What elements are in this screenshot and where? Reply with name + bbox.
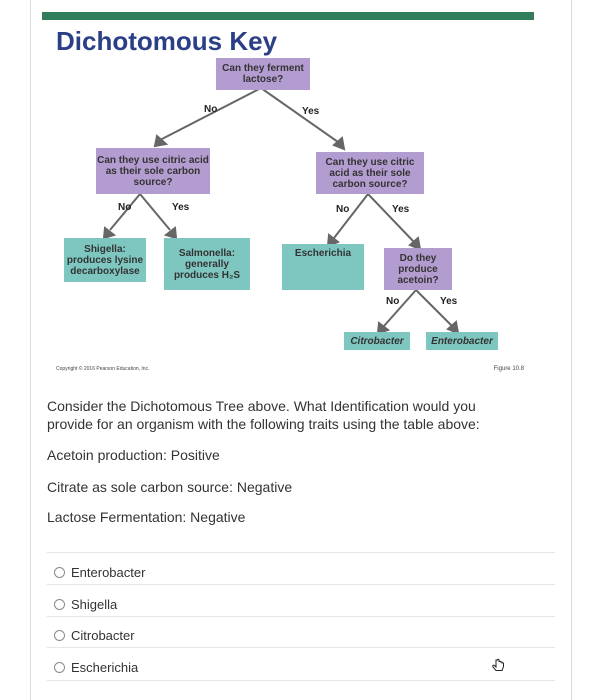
option-escherichia[interactable]: Escherichia bbox=[54, 660, 138, 675]
radio-enterobacter[interactable] bbox=[54, 567, 65, 578]
shigella-box: Shigella: produces lysine decarboxylase bbox=[64, 238, 146, 282]
left-citrate-question-text: Can they use citric acid as their sole c… bbox=[97, 154, 209, 188]
question-line-2: provide for an organism with the followi… bbox=[47, 416, 480, 432]
option-divider bbox=[47, 552, 555, 553]
acetoin-question-box: Do they produce acetoin? bbox=[384, 248, 452, 290]
branch-label-root-no: No bbox=[204, 104, 218, 115]
citrobacter-box: Citrobacter bbox=[344, 332, 410, 350]
radio-citrobacter[interactable] bbox=[54, 630, 65, 641]
salmonella-box: Salmonella: generally produces H₂S bbox=[164, 238, 250, 290]
radio-shigella[interactable] bbox=[54, 599, 65, 610]
right-citrate-question-box: Can they use citric acid as their sole c… bbox=[316, 152, 424, 194]
option-divider bbox=[47, 680, 555, 681]
branch-label-left-no: No bbox=[118, 202, 132, 213]
escherichia-box: Escherichia bbox=[282, 244, 364, 290]
option-shigella[interactable]: Shigella bbox=[54, 597, 117, 612]
question-frame bbox=[30, 0, 572, 700]
trait-lactose: Lactose Fermentation: Negative bbox=[47, 509, 246, 525]
root-question-box: Can they ferment lactose? bbox=[216, 58, 310, 90]
dichotomous-key-figure: Dichotomous Key Can they ferment lactose… bbox=[38, 8, 538, 380]
branch-label-root-yes: Yes bbox=[302, 106, 320, 117]
left-citrate-question-box: Can they use citric acid as their sole c… bbox=[96, 148, 210, 194]
branch-label-acetoin-yes: Yes bbox=[440, 296, 458, 307]
shigella-text: Shigella: produces lysine decarboxylase bbox=[66, 243, 144, 277]
option-divider bbox=[47, 616, 555, 617]
root-question-text: Can they ferment lactose? bbox=[222, 63, 304, 85]
enterobacter-box: Enterobacter bbox=[426, 332, 498, 350]
option-enterobacter[interactable]: Enterobacter bbox=[54, 565, 145, 580]
trait-acetoin: Acetoin production: Positive bbox=[47, 447, 220, 463]
hand-pointer-icon bbox=[492, 658, 504, 671]
branch-lines bbox=[102, 87, 460, 335]
figure-reference: Figure 10.8 bbox=[493, 366, 524, 372]
acetoin-question-text: Do they produce acetoin? bbox=[397, 252, 439, 286]
radio-escherichia[interactable] bbox=[54, 662, 65, 673]
option-enterobacter-label: Enterobacter bbox=[71, 565, 146, 580]
option-divider bbox=[47, 647, 555, 648]
branch-label-left-yes: Yes bbox=[172, 202, 190, 213]
option-divider bbox=[47, 584, 555, 585]
branch-label-acetoin-no: No bbox=[386, 296, 400, 307]
escherichia-text: Escherichia bbox=[294, 248, 352, 259]
right-citrate-question-text: Can they use citric acid as their sole c… bbox=[325, 156, 415, 190]
citrobacter-text: Citrobacter bbox=[350, 335, 404, 347]
copyright-text: Copyright © 2016 Pearson Education, Inc. bbox=[56, 366, 150, 372]
question-line-1: Consider the Dichotomous Tree above. Wha… bbox=[47, 398, 476, 414]
salmonella-text: Salmonella: generally produces H₂S bbox=[173, 247, 241, 281]
trait-citrate: Citrate as sole carbon source: Negative bbox=[47, 479, 293, 495]
option-citrobacter-label: Citrobacter bbox=[71, 628, 135, 643]
option-citrobacter[interactable]: Citrobacter bbox=[54, 628, 135, 643]
option-shigella-label: Shigella bbox=[71, 597, 118, 612]
option-escherichia-label: Escherichia bbox=[71, 660, 139, 675]
branch-label-right-yes: Yes bbox=[392, 204, 410, 215]
branch-label-right-no: No bbox=[336, 204, 350, 215]
figure-title: Dichotomous Key bbox=[56, 26, 278, 56]
figure-top-bar bbox=[42, 12, 534, 20]
enterobacter-text: Enterobacter bbox=[431, 335, 493, 347]
